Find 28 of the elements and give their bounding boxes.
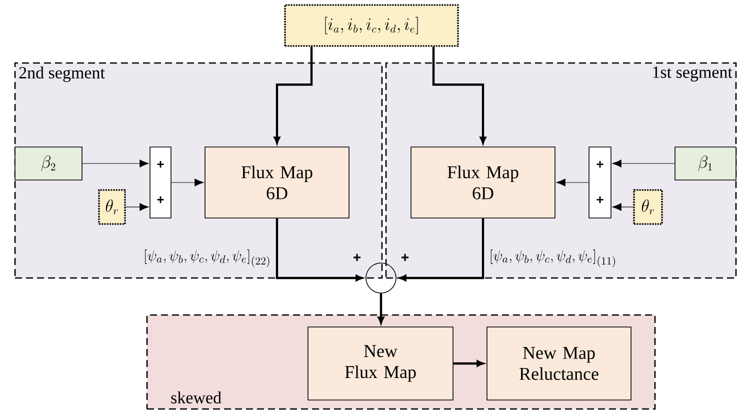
- process-box: New Flux Map: [308, 326, 454, 400]
- arrow: [378, 293, 384, 324]
- input-box: $\beta_2$: [14, 146, 82, 180]
- arrow: [82, 160, 149, 168]
- input-box: $\left[i_a,i_b,i_c,i_d,i_e\right]$: [284, 4, 459, 47]
- sign-label: +: [354, 254, 361, 261]
- summing-block: + +: [588, 146, 612, 218]
- summing-junction: [366, 262, 396, 294]
- input-box: $\theta_r$: [633, 189, 663, 225]
- arrow: [126, 203, 149, 211]
- arrow: [556, 178, 589, 186]
- arrow: [432, 46, 486, 144]
- process-box: New Map Reluctance: [486, 326, 632, 400]
- arrow: [612, 160, 675, 168]
- arrow: [171, 178, 204, 186]
- arrow: [274, 46, 313, 144]
- input-box: $\beta_1$: [674, 146, 736, 180]
- arrow: [399, 218, 484, 282]
- summing-block: + +: [150, 146, 172, 218]
- input-box: $\theta_r$: [98, 189, 126, 225]
- process-box: Flux Map 6D: [204, 146, 350, 218]
- edge-label: $\left[\psi_a,\psi_b,\psi_c,\psi_d,\psi_e\right]_{(22)}$: [145, 250, 270, 268]
- arrow: [453, 360, 484, 367]
- process-box: Flux Map 6D: [410, 146, 556, 218]
- edge-label: $\left[\psi_a,\psi_b,\psi_c,\psi_d,\psi_e\right]_{(11)}$: [490, 250, 616, 268]
- sign-label: +: [402, 254, 409, 261]
- arrow: [612, 203, 634, 211]
- arrow: [276, 218, 363, 282]
